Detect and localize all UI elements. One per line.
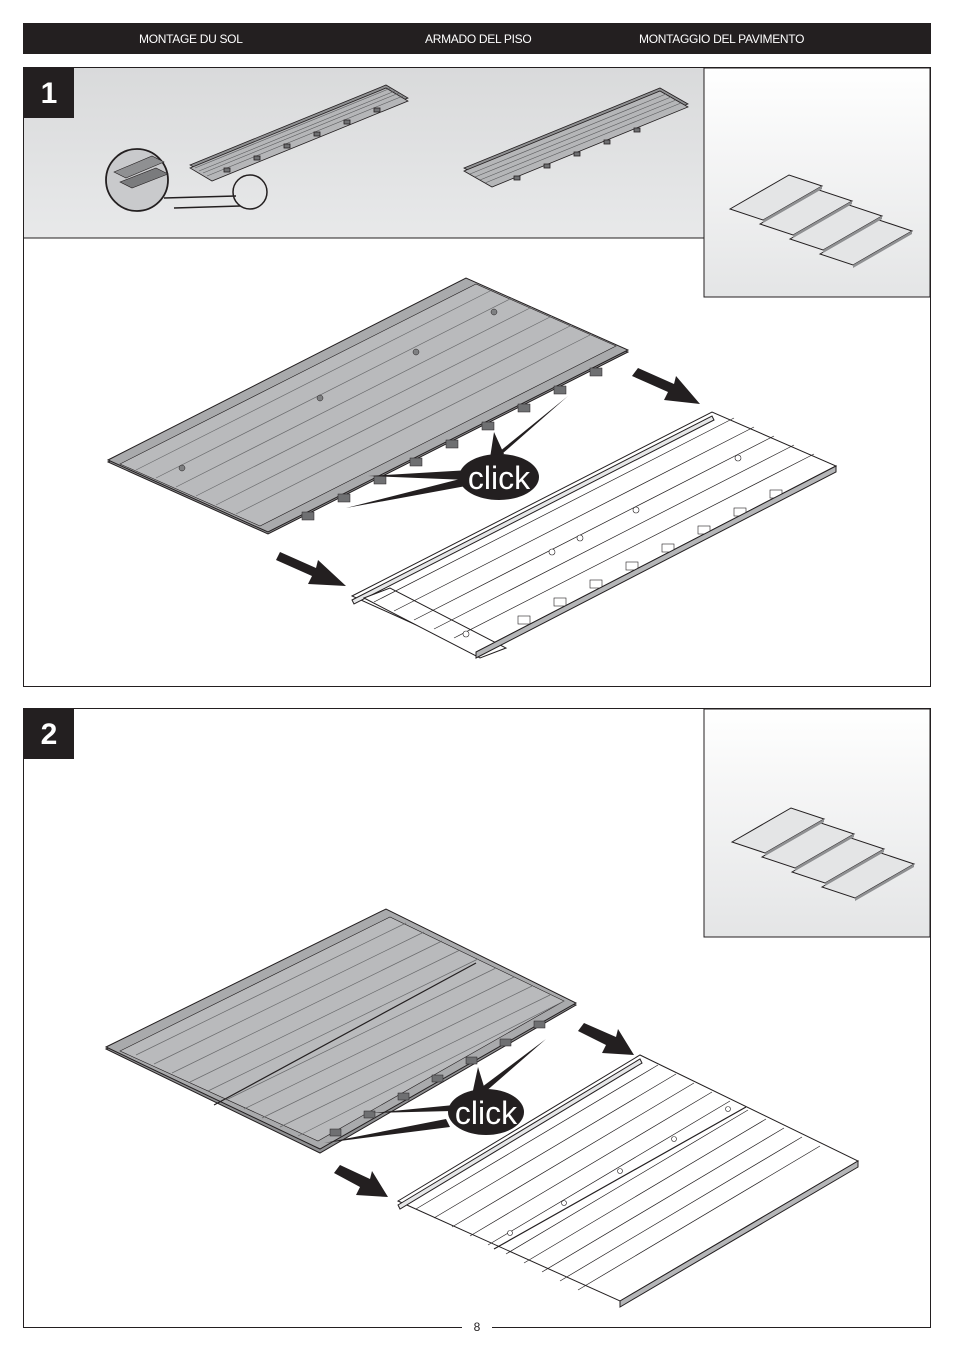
step-2-click-label: click [455, 1095, 518, 1131]
header-title-it: MONTAGGIO DEL PAVIMENTO [639, 32, 805, 46]
step-1-detail-magnifier [105, 148, 268, 212]
step-2-floor-section-gray [104, 908, 578, 1154]
step-1-click-callout: click [346, 396, 568, 508]
header-title-fr: MONTAGE DU SOL [139, 32, 243, 46]
header-title-es: ARMADO DEL PISO [425, 32, 532, 46]
step-1-badge: 1 [24, 68, 74, 118]
step-1-overview-section-right [463, 87, 689, 188]
step-2-floor-section-white [396, 1054, 860, 1308]
step-1-overview-section-left [189, 84, 409, 182]
step-1-click-label: click [468, 460, 531, 496]
page-number: 8 [462, 1319, 492, 1335]
step-2-arrow-lower [334, 1165, 388, 1197]
step-1-number: 1 [40, 77, 58, 110]
step-1-panel: click 1 [23, 67, 931, 687]
step-2-badge: 2 [24, 709, 74, 759]
step-1-illustration: click [24, 68, 930, 659]
step-2-panel: click 2 [23, 708, 931, 1328]
step-2-number: 2 [40, 718, 58, 751]
step-1-arrow-lower [276, 552, 346, 586]
header-bar: MONTAGE DU SOL ARMADO DEL PISO MONTAGGIO… [23, 23, 931, 54]
step-2-arrow-upper [578, 1023, 634, 1055]
step-1-floor-section-gray [106, 277, 630, 535]
step-2-parts-inset [703, 709, 930, 938]
step-1-parts-inset [703, 68, 930, 298]
step-2-illustration: click [104, 709, 930, 1308]
step-2-click-callout: click [324, 1039, 546, 1143]
step-1-floor-section-white [350, 411, 838, 659]
step-1-arrow-upper [632, 368, 700, 404]
